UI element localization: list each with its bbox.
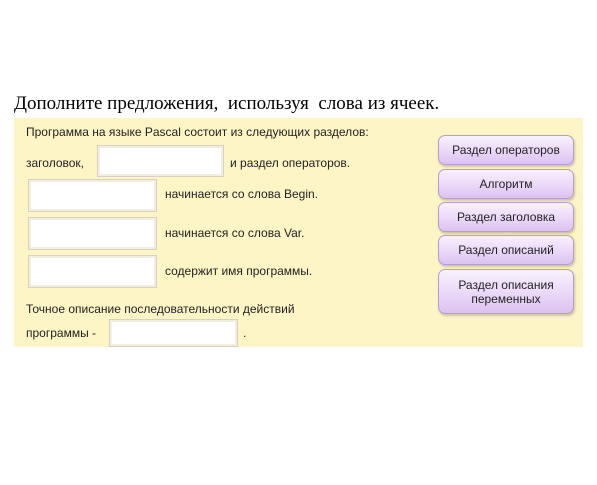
line2-suffix-text: и раздел операторов. [230, 156, 351, 170]
line5-suffix-text: содержит имя программы. [165, 264, 313, 278]
line3-suffix-text: начинается со слова Begin. [165, 187, 318, 201]
drop-slot-4[interactable] [28, 255, 157, 288]
exercise-panel: Программа на языке Pascal состоит из сле… [14, 118, 583, 347]
word-card-declarations[interactable]: Раздел описаний [438, 235, 574, 265]
word-card-variable-declarations[interactable]: Раздел описания переменных [438, 269, 574, 314]
line2-prefix-text: заголовок, [26, 156, 85, 170]
task-heading: Дополните предложения, используя слова и… [14, 93, 440, 114]
word-card-header-section[interactable]: Раздел заголовка [438, 202, 574, 232]
word-card-operators[interactable]: Раздел операторов [438, 135, 574, 165]
line7-prefix-text: программы - [26, 326, 97, 340]
drop-slot-3[interactable] [28, 217, 157, 250]
line4-suffix-text: начинается со слова Var. [165, 226, 305, 240]
drop-slot-1[interactable] [97, 145, 224, 177]
task-intro-text: Программа на языке Pascal состоит из сле… [26, 125, 369, 139]
word-card-algorithm[interactable]: Алгоритм [438, 169, 574, 199]
line6-text: Точное описание последовательности дейст… [26, 302, 295, 316]
drop-slot-5[interactable] [109, 319, 238, 347]
line7-suffix-text: . [243, 326, 247, 340]
drop-slot-2[interactable] [28, 179, 157, 212]
